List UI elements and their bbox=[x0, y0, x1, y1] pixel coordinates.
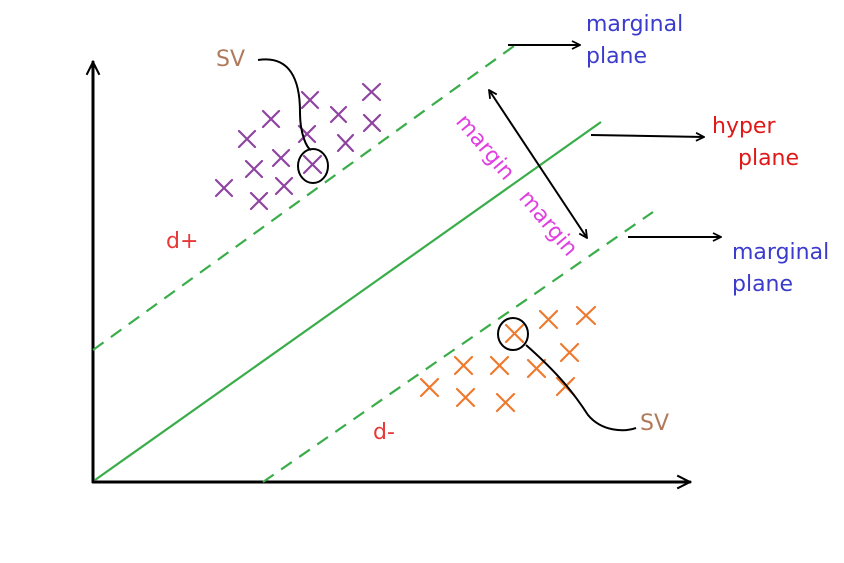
sv-label-bottom: SV bbox=[640, 411, 669, 436]
negative-points bbox=[419, 305, 597, 413]
point-marker bbox=[302, 154, 323, 175]
point-marker bbox=[453, 355, 474, 376]
planes bbox=[92, 45, 654, 483]
margin-double-arrow bbox=[489, 90, 587, 238]
hyper-plane-label-line2: plane bbox=[738, 146, 799, 171]
marginal-plane-bottom-line bbox=[262, 211, 654, 483]
point-marker bbox=[361, 82, 382, 102]
axes bbox=[93, 62, 690, 482]
point-marker bbox=[237, 129, 257, 149]
marginal-plane-bottom-label-line2: plane bbox=[732, 272, 793, 297]
point-marker bbox=[244, 159, 264, 179]
support-vector-circle-top bbox=[297, 148, 329, 184]
point-marker bbox=[495, 392, 516, 413]
marginal-plane-top-line bbox=[92, 45, 515, 351]
margin-label-lower: margin bbox=[513, 186, 582, 262]
d-plus-label: d+ bbox=[166, 229, 198, 254]
point-marker bbox=[419, 377, 440, 398]
sv-pointer-top bbox=[257, 58, 312, 151]
sv-label-top: SV bbox=[216, 47, 245, 72]
point-marker bbox=[249, 191, 269, 211]
d-minus-label: d- bbox=[373, 420, 395, 445]
support-vector-circle-bottom bbox=[497, 317, 529, 351]
point-marker bbox=[455, 387, 476, 408]
point-marker bbox=[274, 176, 294, 196]
point-marker bbox=[489, 355, 510, 376]
point-marker bbox=[300, 90, 320, 110]
support-vector-markers bbox=[257, 58, 637, 432]
hyper-plane-label-line1: hyper bbox=[712, 114, 776, 139]
sv-pointer-bottom bbox=[525, 344, 637, 432]
point-marker bbox=[261, 109, 281, 129]
marginal-plane-bottom-label-line1: marginal bbox=[732, 240, 829, 265]
point-marker bbox=[214, 178, 234, 198]
point-marker bbox=[538, 309, 559, 330]
label-arrows bbox=[489, 45, 721, 238]
point-marker bbox=[504, 323, 525, 344]
point-marker bbox=[559, 342, 580, 363]
point-marker bbox=[329, 105, 348, 124]
marginal-plane-top-label-line2: plane bbox=[586, 44, 647, 69]
marginal-plane-top-label-line1: marginal bbox=[586, 12, 683, 37]
point-marker bbox=[271, 148, 291, 168]
positive-points bbox=[214, 82, 382, 211]
point-marker bbox=[336, 133, 355, 153]
point-marker bbox=[575, 305, 597, 326]
point-marker bbox=[526, 358, 547, 379]
point-marker bbox=[362, 113, 382, 133]
arrow-hyperplane bbox=[590, 135, 704, 137]
